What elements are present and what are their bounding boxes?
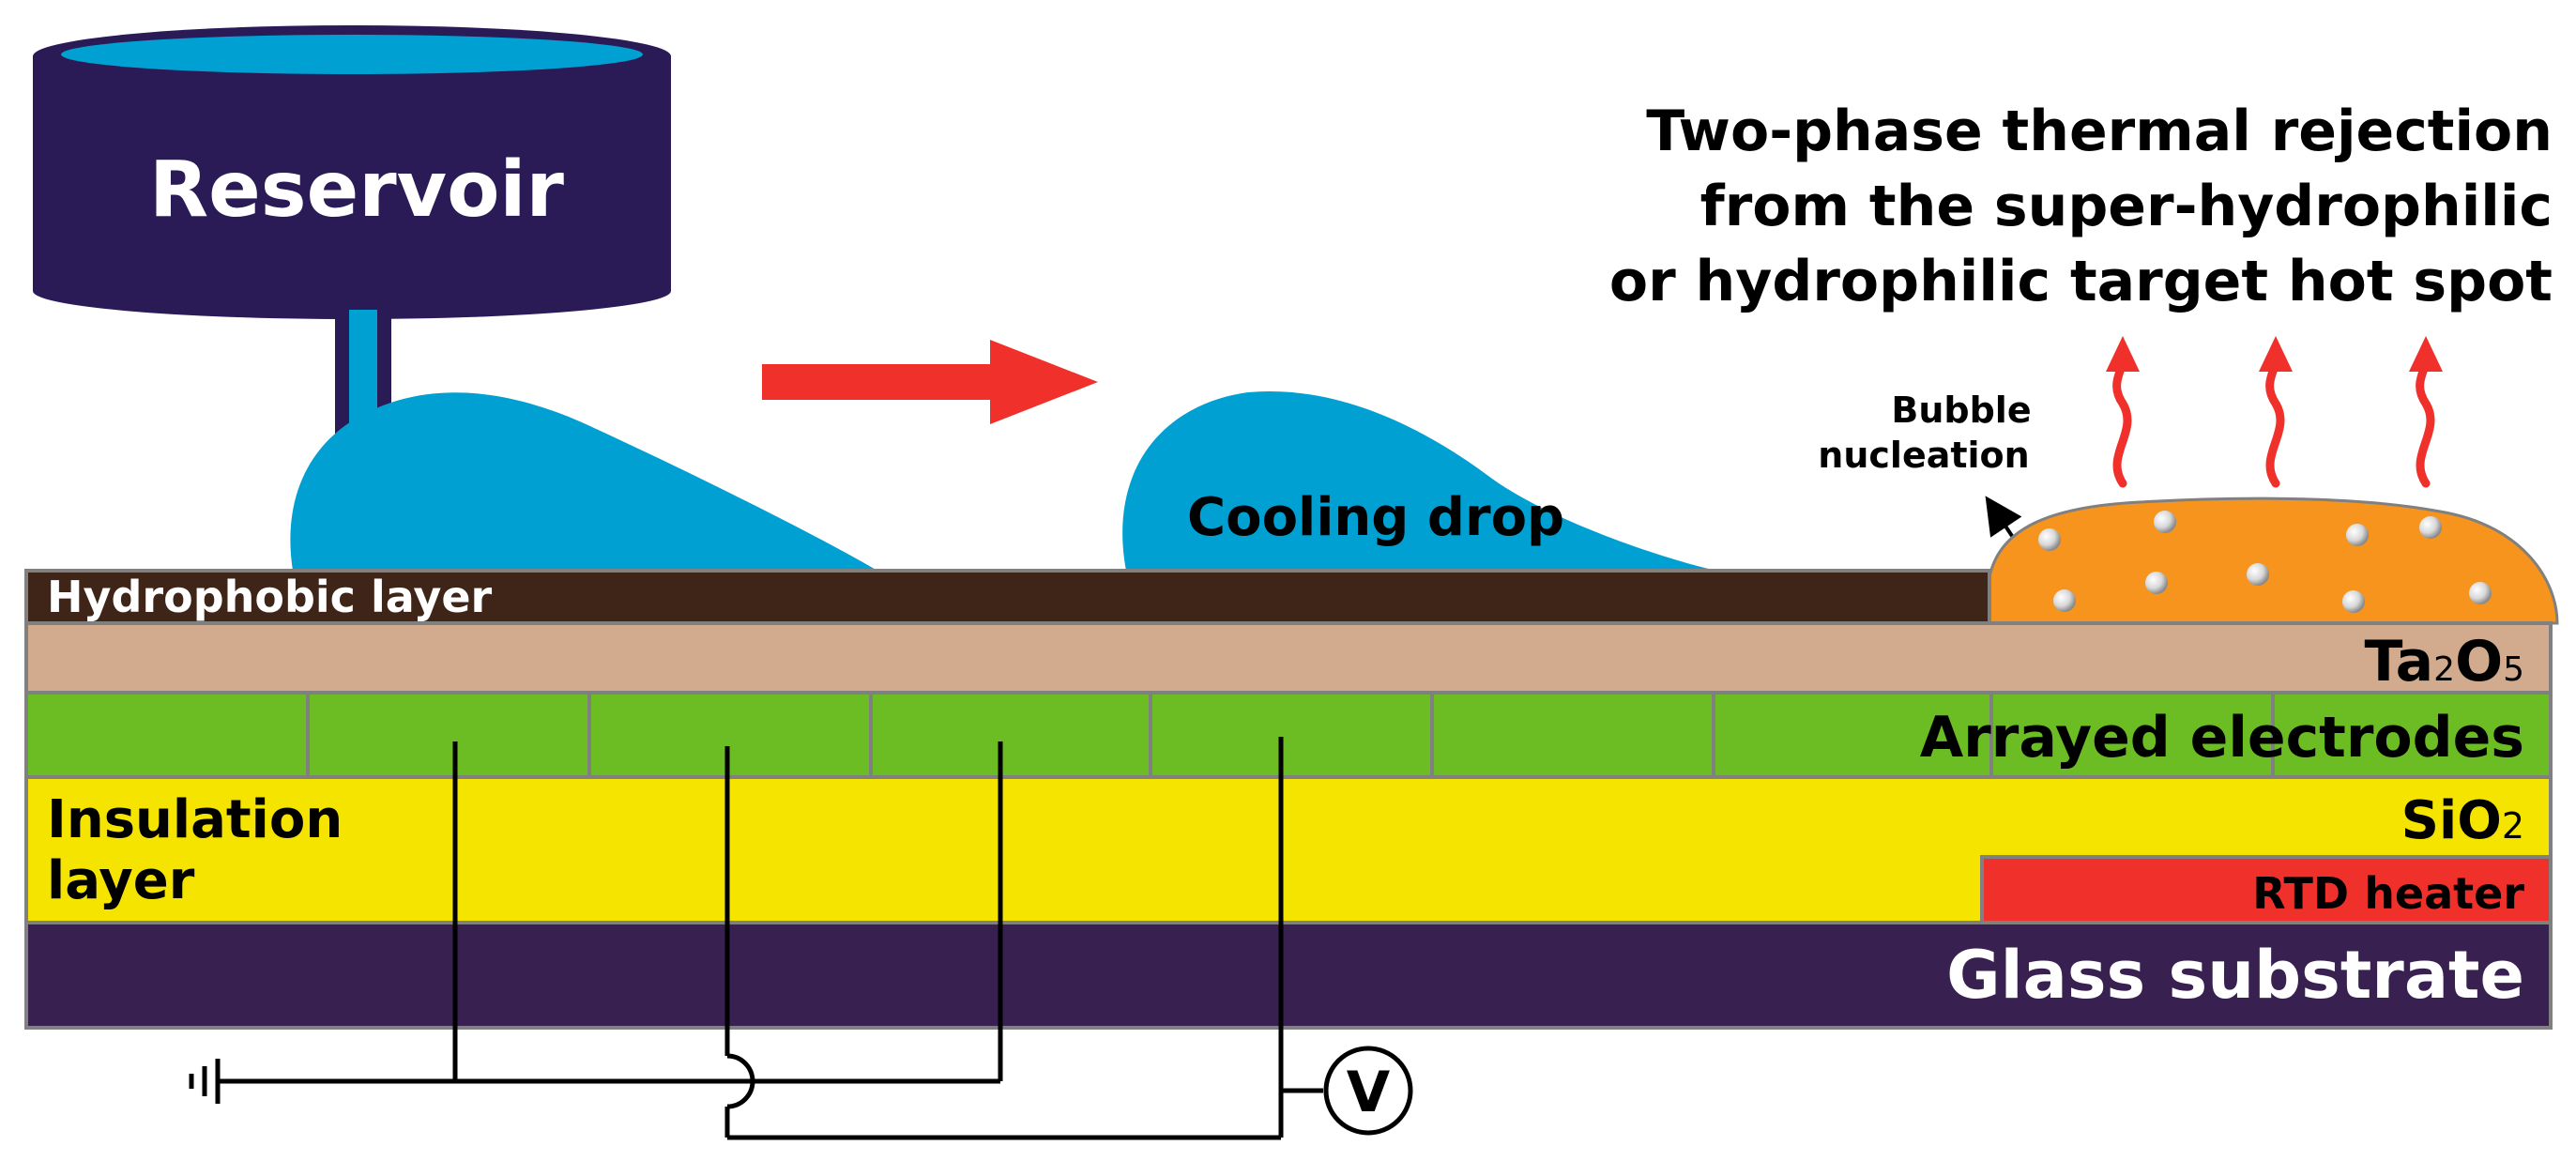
title-line-1: Two-phase thermal rejection <box>1646 99 2553 164</box>
heat-arrowheads <box>2106 336 2443 372</box>
bubble <box>2154 511 2176 533</box>
bubble-label-line-1: Bubble <box>1891 390 2031 431</box>
voltmeter: V <box>1323 1046 1413 1136</box>
bubble <box>2145 572 2168 594</box>
rtd-heater-label: RTD heater <box>2252 868 2524 919</box>
ta2o5-sub-5: 5 <box>2503 650 2524 689</box>
electrodes-label: Arrayed electrodes <box>1920 705 2524 771</box>
ta2o5-ta: Ta <box>2364 629 2433 695</box>
reservoir: Reservoir <box>33 25 671 319</box>
bubble <box>2038 528 2061 551</box>
ground-symbol-icon <box>189 1059 221 1104</box>
glass-substrate-label: Glass substrate <box>1946 937 2524 1014</box>
reservoir-body <box>33 56 671 291</box>
bubble-label-line-2: nucleation <box>1818 435 2029 476</box>
layer-stack <box>24 569 2553 1030</box>
voltmeter-label: V <box>1347 1060 1391 1125</box>
voltmeter-circle <box>1323 1046 1413 1136</box>
reservoir-bottom-rim <box>33 263 671 319</box>
insulation-label-line-2: layer <box>47 850 195 911</box>
sio2-label: SiO2 <box>2401 790 2524 851</box>
bubble <box>2053 589 2076 612</box>
wiring <box>218 737 1323 1140</box>
title: Two-phase thermal rejection from the sup… <box>1609 99 2553 314</box>
reservoir-label: Reservoir <box>149 145 565 235</box>
sio2-si: SiO <box>2401 790 2502 851</box>
ta2o5-layer <box>24 621 2553 695</box>
bubble <box>2342 590 2365 613</box>
title-line-3: or hydrophilic target hot spot <box>1609 249 2553 314</box>
bubble <box>2419 516 2442 539</box>
insulation-label-line-1: Insulation <box>47 789 343 850</box>
hot-spot-liquid <box>1988 496 2559 625</box>
ta2o5-label: Ta2O5 <box>2364 629 2524 695</box>
cooling-drop <box>1122 390 1717 571</box>
ta2o5-sub-2: 2 <box>2433 650 2455 689</box>
vapor-bubbles <box>2038 511 2492 613</box>
electrode-layer <box>24 691 2553 779</box>
reservoir-drop <box>290 392 877 571</box>
cooling-drop-label: Cooling drop <box>1187 487 1564 548</box>
electrode-dividers <box>306 693 2275 777</box>
reservoir-water-surface <box>61 35 643 74</box>
glass-substrate-layer <box>24 921 2553 1030</box>
bubble <box>2469 582 2492 604</box>
hydrophobic-layer-label: Hydrophobic layer <box>47 572 493 622</box>
sio2-sub: 2 <box>2502 805 2524 847</box>
ta2o5-o: O <box>2455 629 2503 695</box>
hydrophobic-layer <box>24 569 1991 625</box>
title-line-2: from the super-hydrophilic <box>1700 174 2553 239</box>
bubble <box>2247 563 2269 586</box>
bubble <box>2346 524 2369 546</box>
rtd-heater <box>1980 855 2553 924</box>
motion-arrow <box>762 340 1098 424</box>
